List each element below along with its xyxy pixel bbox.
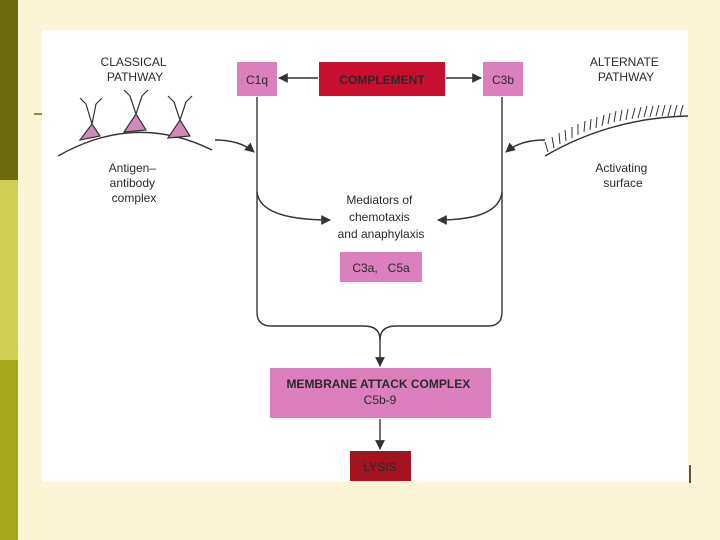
side-bar-olive	[0, 360, 18, 540]
complement-box	[319, 62, 445, 96]
alternate-pathway-title: ALTERNATE PATHWAY	[590, 55, 662, 84]
c3a-c5a-box	[340, 252, 422, 282]
mac-box	[270, 368, 491, 418]
alternate-line	[379, 97, 503, 341]
arrow-alternate-input	[505, 139, 546, 153]
mac-label: MEMBRANE ATTACK COMPLEX C5b-9	[286, 377, 473, 407]
mediators-label: Mediators of chemotaxis and anaphylaxis	[338, 193, 425, 241]
c1q-label: C1q	[246, 73, 268, 87]
classical-pathway-title: CLASSICAL PATHWAY	[101, 55, 170, 84]
antibody-icon	[78, 89, 193, 141]
side-bar-light	[0, 180, 18, 360]
lysis-label: LYSIS	[363, 460, 396, 474]
complement-label: COMPLEMENT	[339, 73, 425, 87]
arrow-classical-input	[214, 139, 255, 153]
classical-line	[256, 97, 381, 341]
c3b-label: C3b	[492, 73, 514, 87]
activating-surface-label: Activating surface	[595, 161, 650, 190]
c1q-box	[237, 62, 277, 96]
cell-surface-arc	[57, 131, 213, 157]
arrow-c1q-mediators	[256, 191, 331, 225]
surface-fringe-icon	[544, 104, 684, 153]
side-bar-dark	[0, 0, 18, 180]
activating-surface-arc	[544, 115, 689, 157]
antigen-antibody-label: Antigen– antibody complex	[109, 161, 160, 205]
c3a-c5a-label: C3a, C5a	[352, 261, 410, 275]
edge-rule	[689, 465, 691, 483]
lysis-box	[350, 451, 411, 481]
slide-dash	[34, 113, 42, 115]
c3b-box	[483, 62, 523, 96]
arrow-c3b-mediators	[437, 191, 503, 225]
